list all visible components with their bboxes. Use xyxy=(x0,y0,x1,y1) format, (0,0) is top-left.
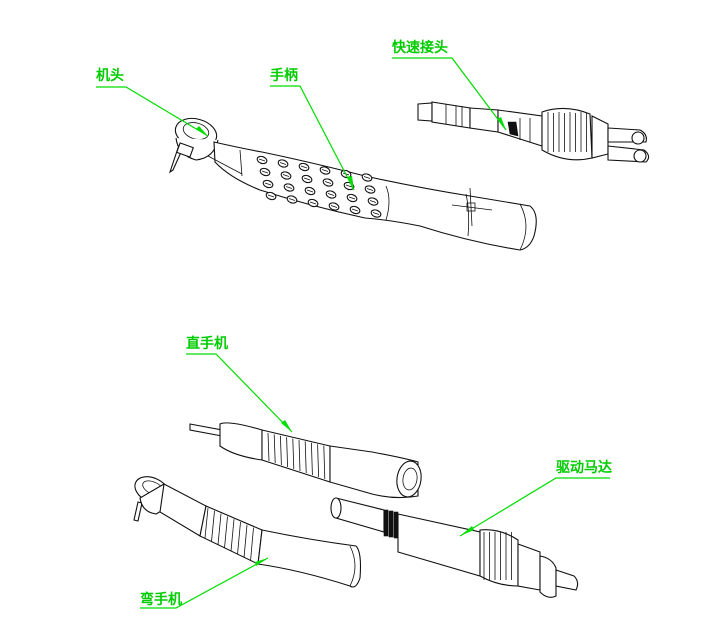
leader-jitou xyxy=(96,86,209,137)
grip-dot-slot xyxy=(369,200,377,203)
high-speed-handpiece xyxy=(168,117,537,251)
straight-ridge xyxy=(273,434,276,464)
leader-qudong xyxy=(459,477,610,537)
label-zhishouji: 直手机 xyxy=(186,335,228,352)
arrow-shoubing xyxy=(347,176,354,190)
motor-ring xyxy=(388,510,394,538)
leader-shoubing xyxy=(270,85,355,191)
straight-ridge xyxy=(317,444,319,478)
coupler-knurl xyxy=(547,112,587,152)
grip-dot-slot xyxy=(321,169,329,172)
grip-dot-slot xyxy=(330,205,338,208)
contra-ridge xyxy=(250,527,254,562)
grip-dot-slot xyxy=(300,165,308,169)
motor-knurl xyxy=(483,532,512,580)
leader-kuaisu xyxy=(392,57,507,131)
arrow-jitou xyxy=(196,126,208,136)
handpiece-head xyxy=(174,117,219,161)
grip-dot-slot xyxy=(279,162,287,165)
grip-dot-slot xyxy=(306,189,314,193)
grip-dot-slot xyxy=(303,177,311,181)
leader-wanshouji xyxy=(140,557,269,609)
arrow-zhishouji xyxy=(281,420,292,432)
arrow-qudong xyxy=(460,526,474,536)
straight-ridge xyxy=(267,432,270,462)
labels: 机头 手柄 快速接头 直手机 驱动马达 弯手机 xyxy=(96,39,612,608)
straight-ridge xyxy=(292,438,295,470)
motor-rings xyxy=(383,509,399,539)
grip-dot-slot xyxy=(258,158,266,162)
grip-dot-slot xyxy=(363,176,371,179)
contra-ridge xyxy=(243,524,248,558)
contra-ridge xyxy=(230,519,235,552)
straight-handpiece xyxy=(189,422,422,499)
grip-dot-slot xyxy=(372,212,380,215)
contra-ridge xyxy=(211,510,215,542)
motor-ring xyxy=(383,509,389,537)
quick-coupler xyxy=(417,101,650,163)
grip-dot-slot xyxy=(345,184,353,188)
contra-angle-handpiece xyxy=(133,476,362,588)
contra-ridge xyxy=(237,521,241,555)
drive-motor xyxy=(330,497,579,598)
leader-lines xyxy=(96,57,610,609)
arrow-kuaisu xyxy=(497,117,506,130)
grip-dot-slot xyxy=(366,188,374,191)
label-wanshouji: 弯手机 xyxy=(140,591,182,608)
motor-ring xyxy=(393,511,399,539)
grip-dot-slot xyxy=(288,198,296,201)
grip-dot-slot xyxy=(267,194,275,198)
grip-pattern xyxy=(256,155,382,218)
grip-dot-slot xyxy=(285,186,293,189)
contra-ridge xyxy=(224,516,228,548)
grip-dot-slot xyxy=(261,170,269,174)
grip-dot-slot xyxy=(282,174,290,177)
contra-ridge xyxy=(217,513,222,545)
straight-ridge xyxy=(298,439,301,472)
label-qudong: 驱动马达 xyxy=(556,459,612,476)
contra-grip-ridges xyxy=(204,507,254,562)
label-jitou: 机头 xyxy=(96,67,124,84)
grip-dot-slot xyxy=(327,193,335,196)
label-shoubing: 手柄 xyxy=(270,67,298,84)
label-kuaisu: 快速接头 xyxy=(392,39,448,56)
grip-dot-slot xyxy=(309,201,317,205)
straight-grip-ridges xyxy=(267,432,326,480)
handpiece-handle xyxy=(207,141,537,251)
straight-ridge xyxy=(304,441,307,474)
grip-dot-slot xyxy=(351,208,359,212)
contra-ridge xyxy=(204,507,209,539)
straight-ridge xyxy=(280,435,282,466)
grip-dot-slot xyxy=(324,181,332,184)
grip-dot-slot xyxy=(348,196,356,200)
grip-dot-slot xyxy=(264,182,272,186)
arrow-wanshouji xyxy=(255,558,268,566)
leader-zhishouji xyxy=(186,353,293,433)
straight-ridge xyxy=(286,437,288,468)
straight-ridge xyxy=(323,445,326,480)
straight-ridge xyxy=(311,442,313,476)
